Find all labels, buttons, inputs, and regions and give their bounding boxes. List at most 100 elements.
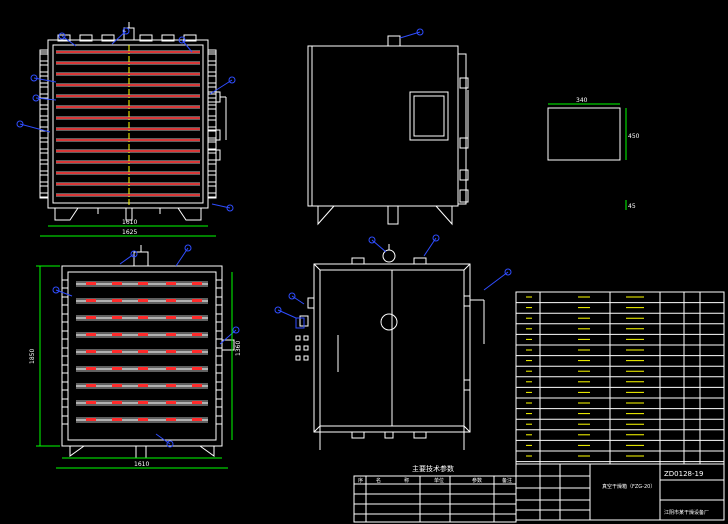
side-dim-width: 1610 <box>134 461 149 468</box>
wall-block <box>61 279 69 289</box>
wall-block <box>215 296 223 306</box>
side-dim-height: 1850 <box>29 349 36 364</box>
heater-mark <box>166 384 176 387</box>
heater-mark <box>138 299 148 302</box>
heater-mark <box>86 367 96 370</box>
front-elevation-view <box>274 234 512 450</box>
heater-mark <box>112 282 122 285</box>
heater-mark <box>138 401 148 404</box>
left-bracket <box>39 104 49 110</box>
heater-mark <box>166 316 176 319</box>
wall-block <box>215 364 223 374</box>
heater-mark <box>166 350 176 353</box>
heater-mark <box>86 401 96 404</box>
heater-mark <box>138 418 148 421</box>
right-bracket <box>207 192 217 198</box>
company-name: 江阴市某干燥设备厂 <box>664 509 709 516</box>
left-bracket <box>39 82 49 88</box>
wall-block <box>61 330 69 340</box>
params-header-cell: 称 <box>404 477 409 484</box>
heater-mark <box>112 316 122 319</box>
heater-mark <box>138 282 148 285</box>
left-bracket <box>39 159 49 165</box>
side-elevation-view <box>307 28 469 226</box>
wall-block <box>61 347 69 357</box>
heater-mark <box>192 401 202 404</box>
heater-mark <box>112 401 122 404</box>
wall-block <box>215 415 223 425</box>
wall-block <box>215 381 223 391</box>
heater-mark <box>112 350 122 353</box>
left-bracket <box>39 115 49 121</box>
heater-mark <box>138 350 148 353</box>
heater-mark <box>166 418 176 421</box>
heater-mark <box>86 350 96 353</box>
window-dim-height: 450 <box>628 133 640 140</box>
params-header-cell: 参数 <box>472 477 482 484</box>
wall-block <box>215 313 223 323</box>
params-header-cell: 备注 <box>502 477 512 484</box>
left-bracket <box>39 93 49 99</box>
wall-block <box>61 381 69 391</box>
params-header-cell: 单位 <box>434 477 444 484</box>
left-bracket <box>39 137 49 143</box>
front-dim-outer: 1625 <box>122 229 137 236</box>
heater-mark <box>86 282 96 285</box>
heater-mark <box>166 367 176 370</box>
params-header-cell: 名 <box>376 477 381 484</box>
side-dim-depth: 1360 <box>235 341 242 356</box>
right-bracket <box>207 71 217 77</box>
heater-mark <box>166 401 176 404</box>
title-block: ZD0128-19 真空干燥箱（FZG-20） 江阴市某干燥设备厂 <box>515 463 725 521</box>
heater-mark <box>192 367 202 370</box>
heater-mark <box>192 384 202 387</box>
wall-block <box>215 279 223 289</box>
wall-block <box>215 330 223 340</box>
heater-mark <box>192 316 202 319</box>
heater-mark <box>86 333 96 336</box>
wall-block <box>215 398 223 408</box>
heater-mark <box>192 282 202 285</box>
heater-mark <box>86 299 96 302</box>
wall-block <box>61 296 69 306</box>
left-bracket <box>39 71 49 77</box>
front-dim-inner: 1610 <box>122 219 137 226</box>
heater-mark <box>166 282 176 285</box>
heater-mark <box>166 333 176 336</box>
wall-block <box>61 415 69 425</box>
wall-block <box>215 347 223 357</box>
right-bracket <box>207 104 217 110</box>
heater-mark <box>192 418 202 421</box>
left-bracket <box>39 192 49 198</box>
heater-mark <box>86 316 96 319</box>
heater-mark <box>112 333 122 336</box>
window-detail-view: 340 450 45 <box>547 97 640 210</box>
left-bracket <box>39 170 49 176</box>
heater-mark <box>192 333 202 336</box>
heater-mark <box>112 367 122 370</box>
wall-block <box>61 313 69 323</box>
parts-list <box>515 291 725 465</box>
heater-mark <box>166 299 176 302</box>
heater-mark <box>112 384 122 387</box>
right-bracket <box>207 115 217 121</box>
heater-mark <box>112 299 122 302</box>
product-name: 真空干燥箱（FZG-20） <box>602 483 655 490</box>
heater-mark <box>138 367 148 370</box>
params-header-cell: 序 <box>358 477 363 484</box>
heater-mark <box>138 316 148 319</box>
params-table-title: 主要技术参数 <box>412 464 454 473</box>
wall-block <box>61 364 69 374</box>
left-bracket <box>39 148 49 154</box>
heater-mark <box>138 333 148 336</box>
heater-mark <box>112 418 122 421</box>
heater-mark <box>86 418 96 421</box>
right-bracket <box>207 170 217 176</box>
right-bracket <box>207 181 217 187</box>
right-bracket <box>207 93 217 99</box>
heater-mark <box>138 384 148 387</box>
heater-mark <box>192 299 202 302</box>
left-bracket <box>39 60 49 66</box>
window-dim-width: 340 <box>576 97 588 104</box>
